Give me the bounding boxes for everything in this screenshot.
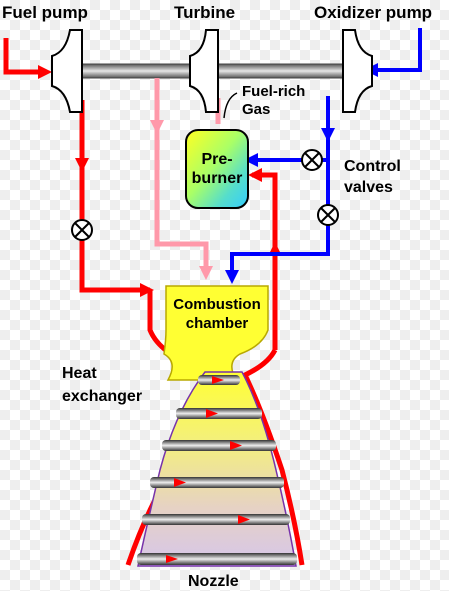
- flow-arrow-icon: [199, 266, 213, 280]
- nozzle-bell: [137, 371, 297, 567]
- cooling-band-icon: [150, 477, 284, 488]
- flow-arrow-icon: [212, 376, 224, 384]
- flow-arrow-icon: [321, 128, 335, 142]
- oxidizer-inlet-line: [372, 28, 422, 72]
- pump-housing-icon: [51, 29, 83, 113]
- valve-icon: [71, 219, 93, 241]
- preburner-label-2: burner: [192, 170, 243, 187]
- fuel-line-to-chamber: [79, 100, 150, 293]
- cooling-bands: [137, 375, 297, 565]
- cooling-band-icon: [162, 440, 276, 451]
- flow-arrow-icon: [140, 283, 154, 297]
- heat-exchanger-label-2: exchanger: [62, 388, 142, 405]
- turbine-housing-icon: [189, 29, 219, 113]
- oxidizer-line-to-chamber: [230, 96, 330, 276]
- combustion-chamber-label-1: Combustion: [173, 296, 261, 313]
- pink-line-from-turbine: [154, 78, 209, 270]
- fuel-inlet-line: [3, 38, 45, 75]
- oxidizer-pump-label: Oxidizer pump: [314, 3, 432, 22]
- fuel-pump-label: Fuel pump: [2, 3, 88, 22]
- nozzle-right-wall-line: [241, 348, 305, 566]
- pump-housing-icon: [342, 29, 373, 113]
- fuel-rich-gas-pointer: [223, 92, 238, 119]
- flow-arrow-icon: [75, 158, 89, 172]
- nozzle-label: Nozzle: [188, 573, 239, 590]
- flow-arrow-icon: [206, 409, 218, 418]
- fuel-rich-gas-label-1: Fuel-rich: [242, 83, 305, 100]
- flow-arrow-icon: [150, 120, 164, 134]
- cooling-band-icon: [142, 514, 290, 525]
- preburner-label-1: Pre-: [201, 151, 232, 168]
- valve-icon: [317, 204, 339, 226]
- flow-arrow-icon: [174, 478, 186, 487]
- turbine-label: Turbine: [174, 3, 235, 22]
- control-valves-label-1: Control: [344, 158, 401, 175]
- cooling-flow-arrows: [166, 376, 250, 563]
- flow-arrow-icon: [230, 441, 242, 450]
- combustion-chamber-label-2: chamber: [186, 315, 249, 332]
- flow-arrow-icon: [225, 270, 239, 284]
- valve-icon: [301, 149, 323, 171]
- flow-arrow-icon: [166, 555, 178, 563]
- cooling-band-icon: [137, 553, 297, 565]
- flow-arrow-icon: [38, 65, 52, 79]
- cooling-band-icon: [176, 408, 262, 419]
- control-valves-label-2: valves: [344, 179, 393, 196]
- flow-arrow-icon: [248, 168, 262, 182]
- flow-arrow-icon: [244, 153, 258, 167]
- preburner: [185, 129, 249, 209]
- flow-arrow-icon: [238, 515, 250, 524]
- heat-exchanger-label-1: Heat: [62, 365, 97, 382]
- fuel-rich-gas-label-2: Gas: [242, 101, 270, 118]
